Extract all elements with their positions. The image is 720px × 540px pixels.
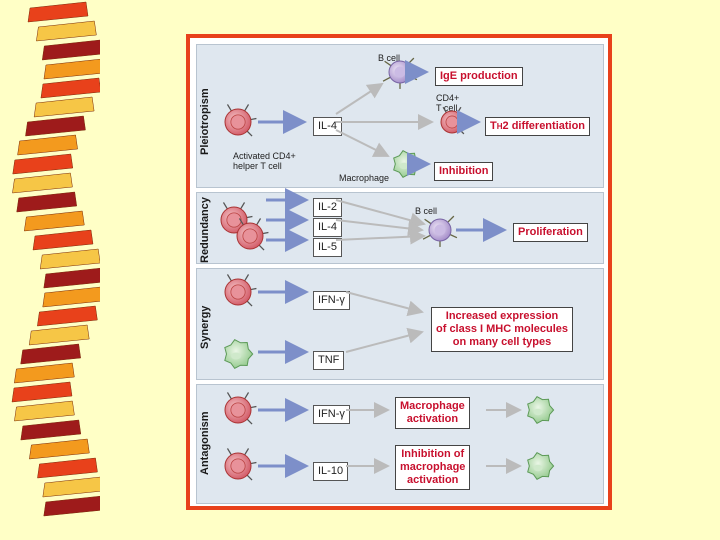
decorative-stripe bbox=[40, 77, 100, 99]
decorative-stripe bbox=[25, 115, 86, 137]
decorative-stripe bbox=[14, 400, 75, 422]
activated-helper-label-1: Activated CD4+ bbox=[233, 151, 296, 161]
decorative-stripe bbox=[41, 39, 100, 61]
inhibition-effect: Inhibition bbox=[434, 162, 494, 181]
decorative-stripe bbox=[12, 172, 73, 194]
il2-cytokine: IL-2 bbox=[313, 198, 342, 217]
macrophage-activation-effect: Macrophage activation bbox=[395, 397, 470, 429]
redundancy-label: Redundancy bbox=[199, 196, 211, 263]
cytokine-properties-figure: Pleiotropism B cell IgE production CD4+ … bbox=[186, 34, 612, 510]
mhc-expression-effect: Increased expression of class I MHC mole… bbox=[431, 307, 574, 352]
decorative-stripe bbox=[43, 267, 100, 289]
ige-production-effect: IgE production bbox=[435, 67, 523, 86]
proliferation-effect: Proliferation bbox=[513, 223, 588, 242]
decorative-stripe bbox=[42, 476, 100, 498]
decorative-stripe bbox=[36, 20, 97, 42]
tnf-cytokine: TNF bbox=[313, 351, 345, 370]
bcell-label: B cell bbox=[378, 53, 401, 63]
il4-cytokine-redundancy: IL-4 bbox=[313, 218, 342, 237]
bcell-label-redundancy: B cell bbox=[415, 206, 438, 216]
ifn-gamma-cytokine-antagonism: IFN-γ bbox=[313, 405, 350, 424]
il10-cytokine: IL-10 bbox=[313, 462, 349, 481]
decorative-stripe bbox=[43, 495, 100, 517]
il4-cytokine: IL-4 bbox=[313, 117, 342, 136]
decorative-stripe bbox=[28, 324, 90, 346]
pleiotropism-label: Pleiotropism bbox=[199, 88, 211, 155]
decorative-stripe bbox=[20, 343, 81, 365]
inhibition-macrophage-activation-effect: Inhibition of macrophage activation bbox=[395, 445, 471, 490]
decorative-stripe bbox=[20, 419, 82, 441]
decorative-stripe bbox=[37, 457, 98, 479]
antagonism-label: Antagonism bbox=[199, 411, 211, 475]
decorative-stripe bbox=[29, 438, 90, 460]
decorative-stripe bbox=[16, 191, 77, 213]
decorative-stripe bbox=[27, 1, 89, 23]
il5-cytokine: IL-5 bbox=[313, 238, 342, 257]
decorative-stripe bbox=[33, 96, 95, 118]
decorative-stripe bbox=[14, 362, 75, 384]
decorative-stripe bbox=[39, 248, 100, 270]
decorative-spiral-border bbox=[11, 1, 100, 517]
tcell-label: T cell bbox=[436, 103, 458, 113]
synergy-panel: Synergy IFN-γ TNF Increased expression o… bbox=[196, 268, 604, 380]
decorative-stripe bbox=[32, 229, 94, 251]
antagonism-panel: Antagonism IFN-γ Macrophage activation I… bbox=[196, 384, 604, 504]
decorative-stripe bbox=[42, 286, 100, 308]
pleiotropism-panel: Pleiotropism B cell IgE production CD4+ … bbox=[196, 44, 604, 188]
th2-differentiation-effect: TH2 differentiation bbox=[485, 117, 591, 136]
decorative-stripe bbox=[24, 210, 85, 232]
synergy-label: Synergy bbox=[199, 305, 211, 349]
decorative-stripe bbox=[11, 381, 73, 403]
macrophage-label: Macrophage bbox=[339, 173, 390, 183]
ifn-gamma-cytokine: IFN-γ bbox=[313, 291, 350, 310]
decorative-stripe bbox=[12, 153, 74, 175]
decorative-stripe bbox=[17, 134, 78, 156]
activated-helper-label-2: helper T cell bbox=[233, 161, 282, 171]
decorative-stripe bbox=[37, 305, 98, 327]
decorative-stripe bbox=[43, 58, 100, 80]
cd4-label: CD4+ bbox=[436, 93, 460, 103]
redundancy-panel: Redundancy IL-2 IL-4 IL-5 B cell Prolife… bbox=[196, 192, 604, 264]
